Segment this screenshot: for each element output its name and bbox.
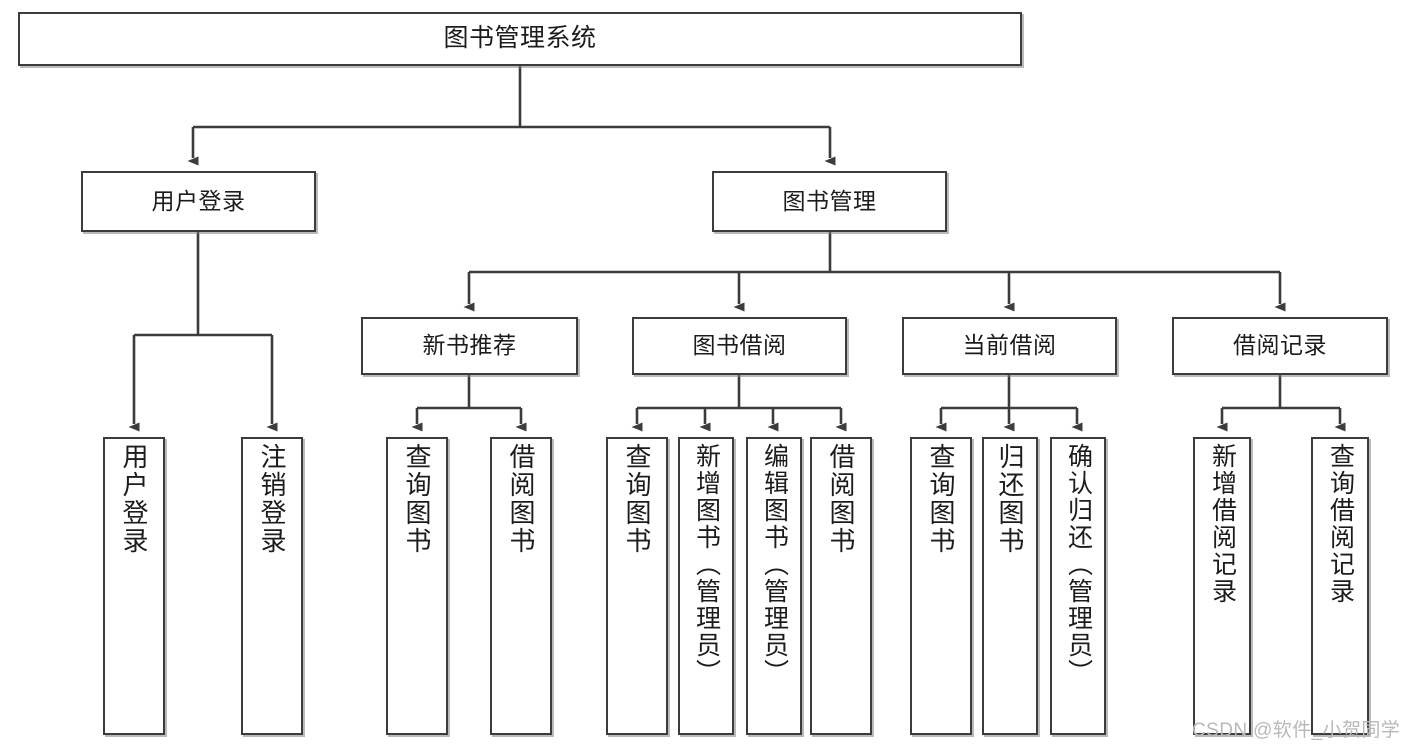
leaf-record-query-record[interactable]: 查询借阅记录 xyxy=(1311,437,1369,735)
leaf-borrow-add-book-admin[interactable]: 新增图书（管理员） xyxy=(678,437,734,735)
node-label: 借阅图书 xyxy=(506,443,536,555)
node-label: 图书管理 xyxy=(782,187,877,214)
node-book-borrow[interactable]: 图书借阅 xyxy=(632,317,847,375)
node-label: 借阅记录 xyxy=(1233,332,1327,359)
leaf-recommend-borrow-book[interactable]: 借阅图书 xyxy=(490,437,552,735)
node-label: 借阅图书 xyxy=(826,443,856,555)
node-current-borrow[interactable]: 当前借阅 xyxy=(902,317,1117,375)
leaf-borrow-edit-book-admin[interactable]: 编辑图书（管理员） xyxy=(746,437,802,735)
node-label: 注销登录 xyxy=(257,443,287,555)
leaf-current-return-book[interactable]: 归还图书 xyxy=(982,437,1038,735)
node-borrow-record[interactable]: 借阅记录 xyxy=(1172,317,1388,375)
node-label: 查询图书 xyxy=(926,443,956,555)
node-new-book-recommend[interactable]: 新书推荐 xyxy=(361,317,578,375)
node-label: 新增图书（管理员） xyxy=(692,443,721,686)
leaf-borrow-query-book[interactable]: 查询图书 xyxy=(606,437,668,735)
leaf-user-login-login[interactable]: 用户登录 xyxy=(103,437,165,735)
leaf-borrow-borrow-book[interactable]: 借阅图书 xyxy=(810,437,872,735)
node-label: 归还图书 xyxy=(995,443,1025,555)
node-label: 图书管理系统 xyxy=(443,24,597,53)
node-label: 编辑图书（管理员） xyxy=(760,443,789,686)
node-label: 当前借阅 xyxy=(962,332,1057,359)
node-label: 查询图书 xyxy=(402,443,432,555)
node-label: 确认归还（管理员） xyxy=(1064,443,1093,686)
leaf-record-add-record[interactable]: 新增借阅记录 xyxy=(1193,437,1251,735)
csdn-watermark: CSDN @软件_小贺同学 xyxy=(1192,720,1401,741)
leaf-current-confirm-return-admin[interactable]: 确认归还（管理员） xyxy=(1050,437,1106,735)
node-root-system[interactable]: 图书管理系统 xyxy=(18,12,1022,66)
node-label: 新增借阅记录 xyxy=(1208,443,1237,605)
node-label: 查询图书 xyxy=(622,443,652,555)
node-label: 新书推荐 xyxy=(422,332,517,359)
leaf-user-login-logout[interactable]: 注销登录 xyxy=(241,437,303,735)
node-label: 用户登录 xyxy=(119,443,149,555)
node-user-login[interactable]: 用户登录 xyxy=(81,171,316,232)
node-label: 查询借阅记录 xyxy=(1326,443,1355,605)
leaf-recommend-query-book[interactable]: 查询图书 xyxy=(386,437,448,735)
node-label: 用户登录 xyxy=(151,187,246,214)
node-label: 图书借阅 xyxy=(692,332,787,359)
node-book-management[interactable]: 图书管理 xyxy=(712,171,947,232)
leaf-current-query-book[interactable]: 查询图书 xyxy=(910,437,972,735)
